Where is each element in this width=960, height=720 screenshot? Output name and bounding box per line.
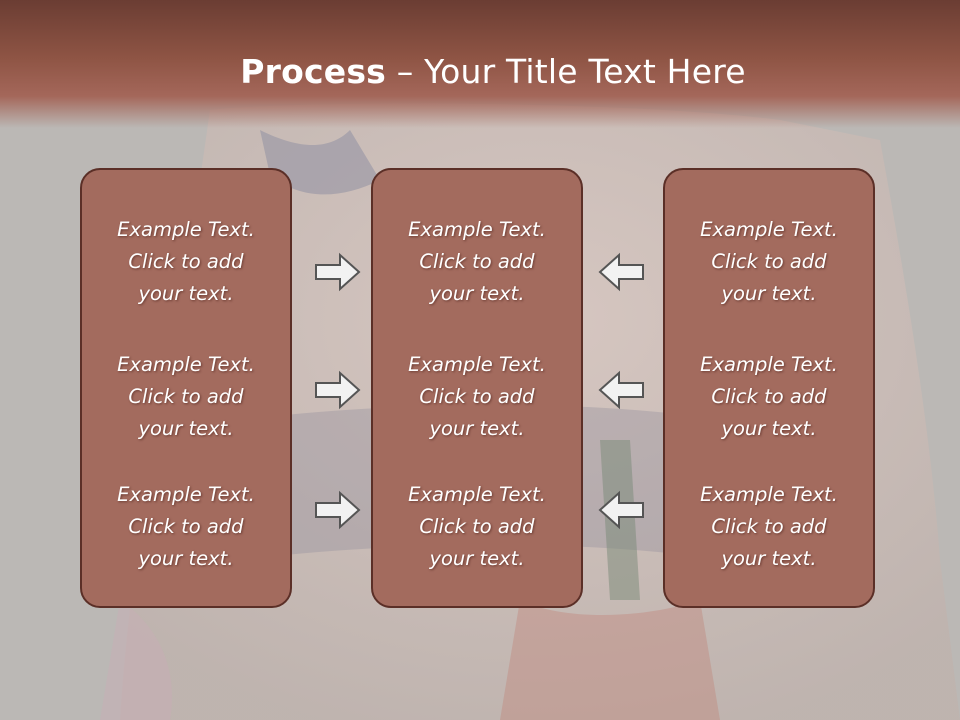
panel-middle[interactable]: Example Text. Click to add your text. Ex… [371, 168, 583, 608]
right-arrow-icon [315, 490, 361, 530]
text-line: Click to add [419, 385, 535, 408]
text-line: Click to add [711, 385, 827, 408]
text-line: Example Text. [117, 218, 255, 241]
text-block[interactable]: Example Text. Click to add your text. [82, 479, 290, 575]
text-line: Example Text. [700, 218, 838, 241]
text-block[interactable]: Example Text. Click to add your text. [665, 214, 873, 310]
text-line: Click to add [128, 515, 244, 538]
text-block[interactable]: Example Text. Click to add your text. [373, 349, 581, 445]
text-line: Click to add [419, 515, 535, 538]
text-block[interactable]: Example Text. Click to add your text. [82, 214, 290, 310]
text-line: your text. [721, 547, 817, 570]
text-line: Example Text. [117, 353, 255, 376]
right-arrow-icon [315, 370, 361, 410]
text-line: Click to add [419, 250, 535, 273]
text-line: Example Text. [700, 483, 838, 506]
left-arrow-icon [598, 252, 644, 292]
text-line: Click to add [711, 250, 827, 273]
left-arrow-icon [598, 370, 644, 410]
text-line: Example Text. [700, 353, 838, 376]
text-line: your text. [138, 282, 234, 305]
text-line: Example Text. [408, 218, 546, 241]
slide-title[interactable]: Process – Your Title Text Here [0, 52, 960, 91]
text-line: your text. [429, 547, 525, 570]
right-arrow-icon [315, 252, 361, 292]
title-bar [0, 0, 960, 128]
text-line: Click to add [711, 515, 827, 538]
title-rest: – Your Title Text Here [386, 52, 746, 91]
text-line: Click to add [128, 250, 244, 273]
text-block[interactable]: Example Text. Click to add your text. [373, 214, 581, 310]
text-block[interactable]: Example Text. Click to add your text. [82, 349, 290, 445]
text-block[interactable]: Example Text. Click to add your text. [373, 479, 581, 575]
text-line: Example Text. [408, 483, 546, 506]
panel-right[interactable]: Example Text. Click to add your text. Ex… [663, 168, 875, 608]
text-block[interactable]: Example Text. Click to add your text. [665, 349, 873, 445]
text-block[interactable]: Example Text. Click to add your text. [665, 479, 873, 575]
text-line: Click to add [128, 385, 244, 408]
text-line: your text. [721, 417, 817, 440]
text-line: your text. [429, 417, 525, 440]
title-bold: Process [240, 52, 387, 91]
text-line: Example Text. [408, 353, 546, 376]
text-line: your text. [721, 282, 817, 305]
text-line: Example Text. [117, 483, 255, 506]
panel-left[interactable]: Example Text. Click to add your text. Ex… [80, 168, 292, 608]
left-arrow-icon [598, 490, 644, 530]
text-line: your text. [138, 417, 234, 440]
text-line: your text. [429, 282, 525, 305]
text-line: your text. [138, 547, 234, 570]
